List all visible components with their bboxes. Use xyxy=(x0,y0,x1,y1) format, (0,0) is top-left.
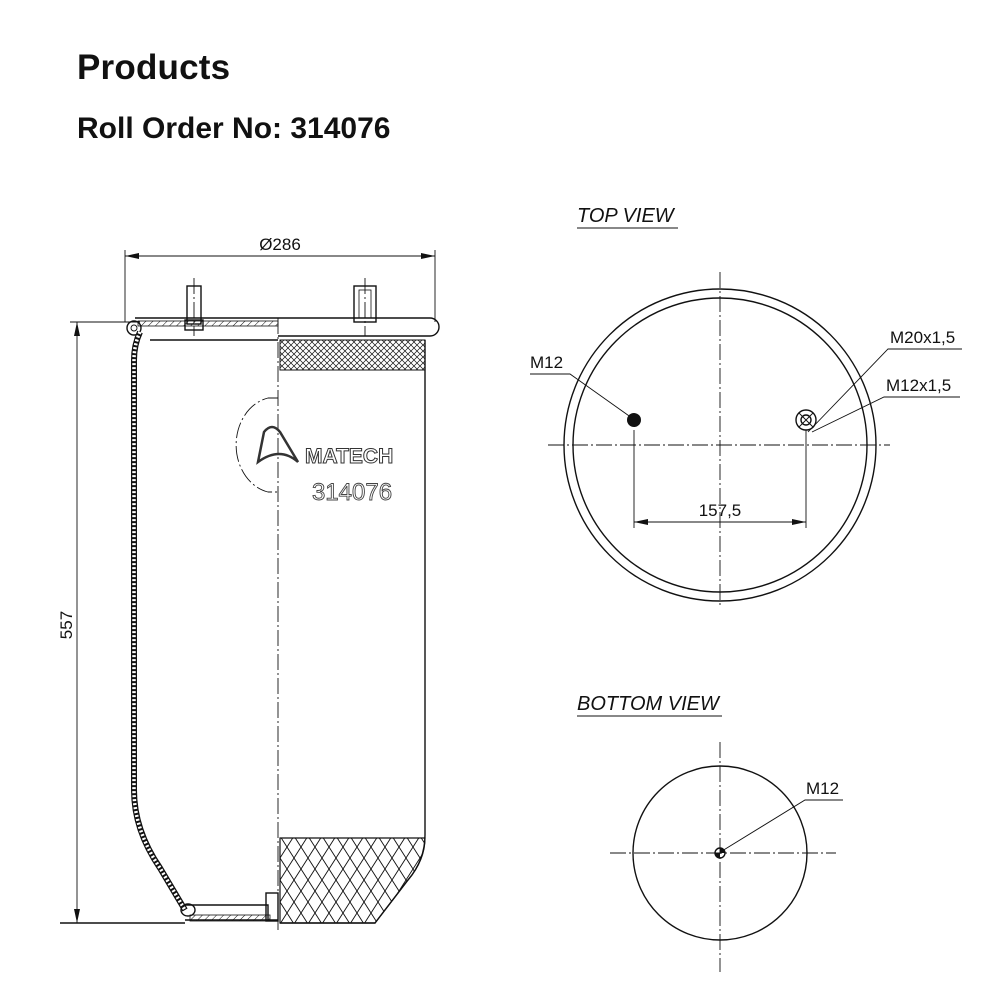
mounting-stud xyxy=(184,278,204,336)
top-view: TOP VIEW 157,5 M12 M20x1,5 M12x1,5 xyxy=(530,205,962,605)
height-label: 557 xyxy=(57,611,76,639)
page-title: Products xyxy=(77,48,231,87)
knurled-band xyxy=(279,339,426,371)
diameter-label: Ø286 xyxy=(259,235,301,254)
m12x15-label: M12x1,5 xyxy=(886,376,951,395)
bottom-m12-label: M12 xyxy=(806,779,839,798)
bottom-view: BOTTOM VIEW M12 xyxy=(577,693,843,972)
bottom-knit xyxy=(279,837,426,924)
m12-hole xyxy=(627,413,641,427)
part-number: 314076 xyxy=(312,479,392,506)
side-view: Ø286 557 xyxy=(57,235,440,930)
height-dimension: 557 xyxy=(57,321,185,924)
top-view-title: TOP VIEW xyxy=(577,205,676,227)
air-fitting-stud xyxy=(353,278,377,336)
m12-label: M12 xyxy=(530,353,563,372)
top-plate xyxy=(135,317,440,337)
m20-label: M20x1,5 xyxy=(890,328,955,347)
bellow-wall xyxy=(280,340,426,924)
brand-text: MATECH xyxy=(305,445,393,468)
bottom-view-title: BOTTOM VIEW xyxy=(577,693,721,715)
matech-logo: MATECH xyxy=(256,425,394,469)
roll-order-number: Roll Order No: 314076 xyxy=(77,112,391,145)
diameter-dimension: Ø286 xyxy=(124,235,436,322)
spacing-label: 157,5 xyxy=(699,501,742,520)
